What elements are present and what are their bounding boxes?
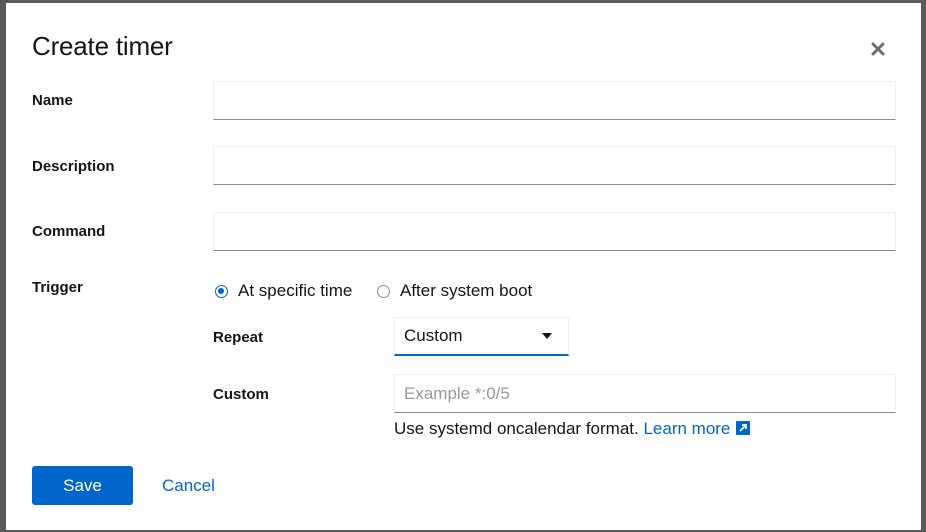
external-link-icon: [736, 421, 751, 435]
repeat-select[interactable]: Custom: [394, 317, 569, 356]
radio-unchecked-icon[interactable]: [377, 284, 390, 298]
trigger-option-label: After system boot: [400, 281, 533, 300]
trigger-label: Trigger: [32, 279, 83, 296]
name-input[interactable]: [213, 81, 896, 120]
learn-more-label: Learn more: [643, 419, 731, 438]
close-button[interactable]: [868, 39, 888, 59]
custom-label: Custom: [213, 386, 269, 403]
repeat-selected-value: Custom: [404, 326, 463, 345]
trigger-option-specific-time[interactable]: At specific time: [215, 281, 352, 301]
learn-more-link[interactable]: Learn more: [643, 419, 751, 438]
custom-helper-text: Use systemd oncalendar format. Learn mor…: [394, 419, 751, 439]
command-label: Command: [32, 223, 106, 240]
dialog-title: Create timer: [32, 31, 173, 61]
trigger-option-label: At specific time: [238, 281, 353, 300]
trigger-option-after-boot[interactable]: After system boot: [377, 281, 532, 301]
save-button[interactable]: Save: [32, 466, 133, 505]
caret-down-icon: [542, 333, 552, 339]
description-input[interactable]: [213, 146, 896, 185]
radio-checked-icon[interactable]: [215, 284, 228, 298]
repeat-label: Repeat: [213, 329, 264, 346]
helper-text: Use systemd oncalendar format.: [394, 419, 639, 438]
description-label: Description: [32, 158, 115, 175]
create-timer-dialog: Create timer Name Description Command Tr…: [6, 3, 921, 530]
cancel-button[interactable]: Cancel: [156, 466, 221, 505]
custom-calendar-input[interactable]: [394, 374, 896, 413]
name-label: Name: [32, 92, 73, 109]
command-input[interactable]: [213, 212, 896, 251]
close-icon: [871, 42, 885, 56]
